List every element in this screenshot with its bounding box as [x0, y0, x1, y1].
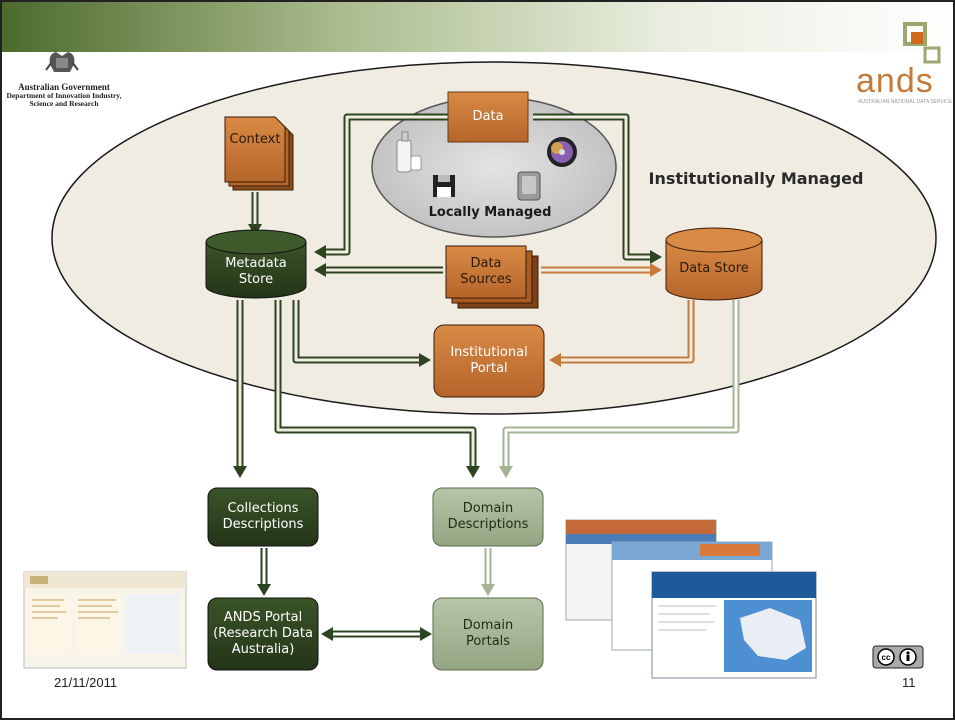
metadata-store-line-1: Metadata	[225, 255, 287, 271]
collections-descriptions-label: Collections Descriptions	[208, 488, 318, 546]
domain-descriptions-line-1: Domain	[462, 500, 514, 516]
locally-managed-label: Locally Managed	[428, 204, 552, 220]
data-box	[447, 91, 529, 143]
metadata-store-line-2: Store	[238, 272, 274, 287]
gov-title: Australian Government	[18, 82, 110, 92]
metadata-store-cylinder	[205, 229, 307, 299]
institutionally-managed-label: Institutionally Managed	[648, 169, 864, 188]
ands-logo: ands	[856, 62, 934, 100]
institutional-portal-line-2: Portal	[470, 361, 508, 376]
context-documents	[224, 116, 294, 191]
domain-descriptions-line-2: Descriptions	[447, 517, 529, 532]
domain-portals-label: Domain Portals	[433, 598, 543, 670]
floppy-disk-icon	[433, 175, 455, 197]
domain-portals-line-1: Domain	[462, 617, 514, 633]
ands-portal-label: ANDS Portal (Research Data Australia)	[208, 598, 318, 670]
institutional-portal-box	[433, 324, 545, 398]
australian-government-logo: Australian Government Department of Inno…	[4, 54, 124, 109]
domain-portals-line-2: Portals	[465, 634, 511, 649]
ands-mark-icon	[903, 22, 941, 64]
slide-date: 21/11/2011	[54, 675, 118, 690]
arrows	[233, 113, 740, 641]
slide-page-number: 11	[902, 675, 916, 690]
ands-portal-box	[207, 597, 319, 671]
ands-portal-line-3: Australia)	[231, 642, 295, 658]
data-sources-stack	[445, 245, 539, 309]
institutional-portal-label: Institutional Portal	[434, 325, 544, 397]
svg-text:cc: cc	[882, 653, 891, 662]
creative-commons-icon: cc	[872, 645, 924, 669]
data-sources-line-1: Data	[470, 255, 502, 271]
ands-portal-line-2: (Research Data	[213, 625, 313, 641]
ands-subtitle: AUSTRALIAN NATIONAL DATA SERVICE	[858, 99, 953, 105]
collections-descriptions-box	[207, 487, 319, 547]
collections-descriptions-line-1: Collections	[227, 500, 299, 516]
data-label: Data	[472, 108, 504, 124]
coat-of-arms-icon	[45, 52, 79, 72]
data-sources-label: Data Sources	[446, 246, 526, 298]
cd-disc-icon	[547, 137, 577, 167]
domain-descriptions-label: Domain Descriptions	[433, 488, 543, 546]
context-label: Context	[229, 131, 281, 147]
data-store-cylinder	[665, 227, 763, 301]
data-sources-line-2: Sources	[460, 272, 512, 287]
research-data-australia-screenshot	[23, 571, 187, 669]
data-store-label: Data Store	[679, 260, 749, 276]
domain-descriptions-box	[432, 487, 544, 547]
institutional-portal-line-1: Institutional	[450, 344, 528, 360]
domain-portals-box	[432, 597, 544, 671]
collections-descriptions-line-2: Descriptions	[222, 517, 304, 532]
usb-drive-icon	[396, 131, 422, 173]
top-banner	[2, 2, 953, 52]
ands-portal-line-1: ANDS Portal	[223, 609, 303, 625]
domain-portal-screenshots	[565, 519, 817, 679]
metadata-store-label: Metadata Store	[206, 252, 306, 292]
hard-drive-icon	[517, 171, 541, 201]
gov-department: Department of Innovation Industry, Scien…	[6, 91, 122, 109]
